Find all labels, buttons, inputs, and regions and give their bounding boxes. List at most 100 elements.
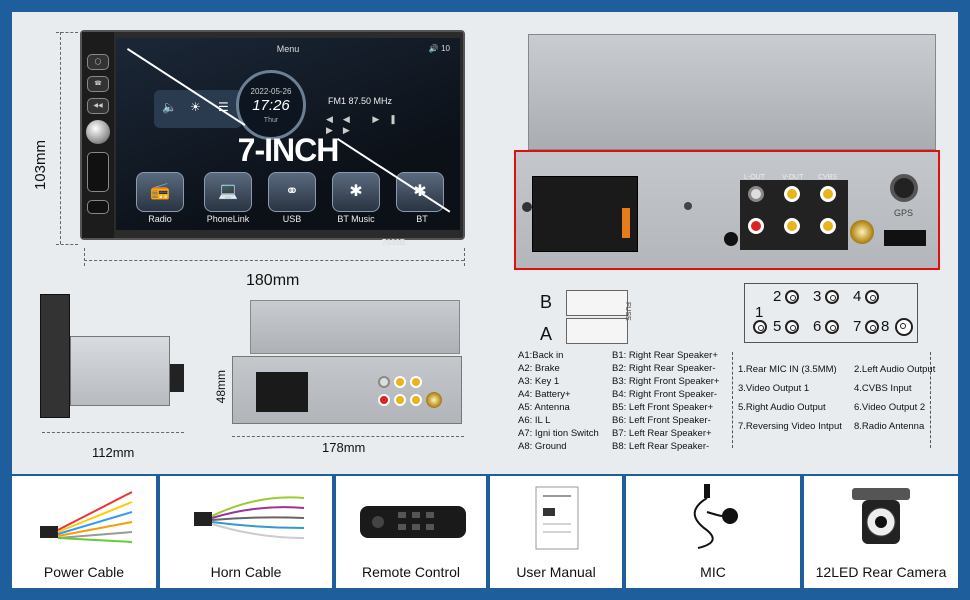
b-pin-list: B1: Right Rear Speaker+ B2: Right Rear S… <box>612 349 719 453</box>
port-desc: 3.Video Output 1 <box>738 383 810 394</box>
dimension-line <box>56 32 78 33</box>
accessory-label: Horn Cable <box>210 564 282 580</box>
pin-code: A7: <box>518 428 533 439</box>
pin-row: B1: Right Rear Speaker+ <box>612 349 719 362</box>
port-icon <box>865 320 879 334</box>
pin-code: A3: <box>518 376 533 387</box>
side-chassis <box>70 336 170 406</box>
quick-controls[interactable]: 🔈 ☀ ☰ <box>154 90 242 128</box>
pin-code: A5: <box>518 402 533 413</box>
dimension-line <box>42 432 184 433</box>
divider <box>732 352 733 448</box>
mini-iso-connector <box>256 372 308 412</box>
port-icon <box>865 290 879 304</box>
pin-row: B3: Right Front Speaker+ <box>612 375 719 388</box>
model-number: 7039B <box>382 238 406 247</box>
port-number: 4 <box>853 288 862 305</box>
bt-music-app-icon[interactable]: ✱ <box>332 172 380 212</box>
accessory-power-cable: Power Cable <box>12 476 158 588</box>
side-front <box>40 294 70 418</box>
pin-code: A2: <box>518 363 533 374</box>
pin-code: B2: <box>612 363 627 374</box>
rear-panel: L-OUT V-OUT CVBS GPS <box>514 150 940 270</box>
pin-label: Key 1 <box>534 376 560 387</box>
rca-port <box>784 218 800 234</box>
pin-row: A7: Igni tion Switch <box>518 427 599 440</box>
clock-day: Thur <box>263 117 279 124</box>
rca-label: V-OUT <box>782 174 804 181</box>
a-pin-list: A1:Back in A2: Brake A3: Key 1 A4: Batte… <box>518 349 599 453</box>
height-dimension: 103mm <box>32 140 49 191</box>
pin-row: B5: Left Front Speaker+ <box>612 401 719 414</box>
port-number: 5 <box>773 318 782 335</box>
phonelink-app-icon[interactable]: 💻 <box>204 172 252 212</box>
dimension-line <box>60 32 61 244</box>
pin-label: Brake <box>534 363 560 374</box>
port-number: 8 <box>881 318 890 335</box>
rca-port <box>748 218 764 234</box>
pin-row: A2: Brake <box>518 362 599 375</box>
rca-port <box>820 186 836 202</box>
port-desc: 6.Video Output 2 <box>854 402 926 413</box>
volume-indicator: 🔊 10 <box>428 44 450 53</box>
port-icon <box>825 320 839 334</box>
port-desc: 2.Left Audio Output <box>854 364 936 375</box>
gps-port <box>890 174 918 202</box>
iso-plug-a <box>566 318 628 344</box>
chassis-rear-view <box>228 300 464 428</box>
pin-label: Right Front Speaker- <box>628 389 718 400</box>
prev-button[interactable]: ◀◀ <box>87 98 109 114</box>
accessory-label: Power Cable <box>43 564 125 580</box>
radio-frequency: FM1 87.50 MHz <box>328 96 393 106</box>
antenna-port <box>850 220 874 244</box>
usb-app-icon[interactable]: ⚭ <box>268 172 316 212</box>
chassis-height-dimension: 48mm <box>214 370 228 404</box>
pin-row: B8: Left Rear Speaker- <box>612 440 719 453</box>
accessory-label: 12LED Rear Camera <box>815 564 947 580</box>
rca-port <box>378 376 390 388</box>
pin-code: B7: <box>612 428 627 439</box>
pin-label: Left Front Speaker- <box>628 415 711 426</box>
pin-code: B6: <box>612 415 627 426</box>
dimension-line <box>464 248 465 266</box>
equalizer-icon[interactable]: ☰ <box>218 100 229 114</box>
port-desc: 5.Right Audio Output <box>738 402 826 413</box>
port-icon <box>753 320 767 334</box>
screw-hole <box>684 202 692 210</box>
dimension-line <box>84 248 85 266</box>
pin-label: Igni tion Switch <box>534 428 599 439</box>
app-label: Radio <box>148 214 172 224</box>
app-label: BT Music <box>337 214 375 224</box>
port-number: 2 <box>773 288 782 305</box>
pin-code: B5: <box>612 402 627 413</box>
dimension-line <box>56 244 78 245</box>
usb-slot <box>884 230 926 246</box>
accessory-camera: 12LED Rear Camera <box>804 476 958 588</box>
power-button[interactable]: ◯ <box>87 54 109 70</box>
accessory-mic: MIC <box>626 476 802 588</box>
pin-label: Battery+ <box>534 389 571 400</box>
menu-title[interactable]: Menu <box>276 44 300 54</box>
accessory-label: Remote Control <box>361 564 461 580</box>
port-icon <box>785 290 799 304</box>
rca-port <box>820 218 836 234</box>
volume-knob[interactable] <box>86 120 110 144</box>
control-strip: ◯ ☎ ◀◀ <box>82 32 114 238</box>
radio-controls[interactable]: ◀◀ ▶❚ ▶▶ <box>326 114 407 135</box>
pin-code: B4: <box>612 389 627 400</box>
chassis-top-plate <box>250 300 460 354</box>
fuse-label: FUSE <box>624 302 631 321</box>
depth-dimension: 112mm <box>92 445 135 460</box>
port-desc: 8.Radio Antenna <box>854 421 925 432</box>
rca-port <box>748 186 764 202</box>
radio-app-icon[interactable]: 📻 <box>136 172 184 212</box>
speaker-icon[interactable]: 🔈 <box>162 100 177 114</box>
accessory-manual: User Manual <box>490 476 624 588</box>
touch-screen[interactable]: Menu 🔊 10 🔈 ☀ ☰ 2022-05-26 17:26 Thur FM… <box>116 38 460 230</box>
pin-label: IL L <box>534 415 551 426</box>
pin-code: A6: <box>518 415 533 426</box>
brightness-icon[interactable]: ☀ <box>190 100 201 114</box>
pin-code: A4: <box>518 389 533 400</box>
call-button[interactable]: ☎ <box>87 76 109 92</box>
port-icon <box>825 290 839 304</box>
